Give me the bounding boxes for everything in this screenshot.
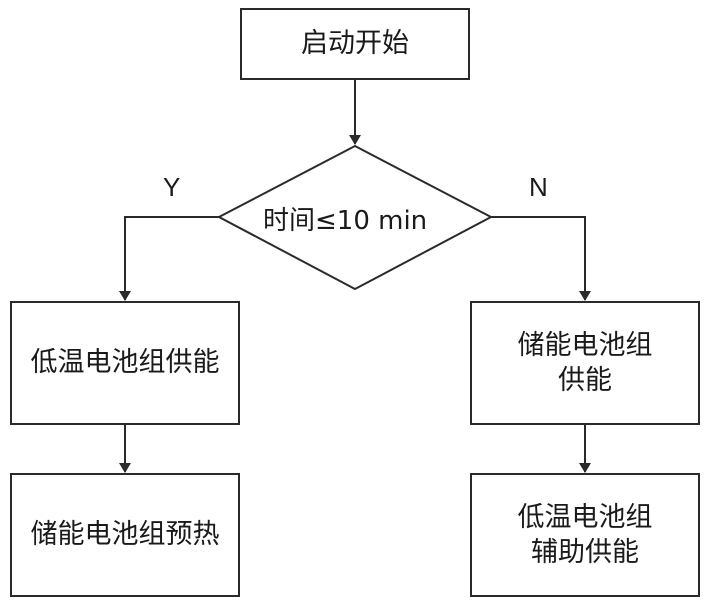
no-branch-label: N: [529, 172, 548, 202]
yes-branch-label: Y: [163, 172, 181, 202]
decision-node-label: 时间≤10 min: [263, 206, 428, 236]
right-step-1-node: 储能电池组 供能: [470, 301, 700, 425]
start-node: 启动开始: [240, 8, 470, 80]
right-step-2-node: 低温电池组 辅助供能: [470, 473, 700, 597]
left-step-1-node: 低温电池组供能: [10, 301, 240, 425]
left-step-2-label: 储能电池组预热: [30, 519, 220, 551]
decision-diamond: [216, 144, 494, 291]
start-node-label: 启动开始: [301, 28, 409, 60]
left-step-1-label: 低温电池组供能: [30, 347, 220, 379]
arrow-no-branch: [491, 216, 591, 301]
right-step-1-label: 储能电池组 供能: [517, 329, 653, 396]
right-step-2-label: 低温电池组 辅助供能: [517, 501, 653, 568]
arrow-yes-branch: [119, 216, 219, 301]
left-step-2-node: 储能电池组预热: [10, 473, 240, 597]
